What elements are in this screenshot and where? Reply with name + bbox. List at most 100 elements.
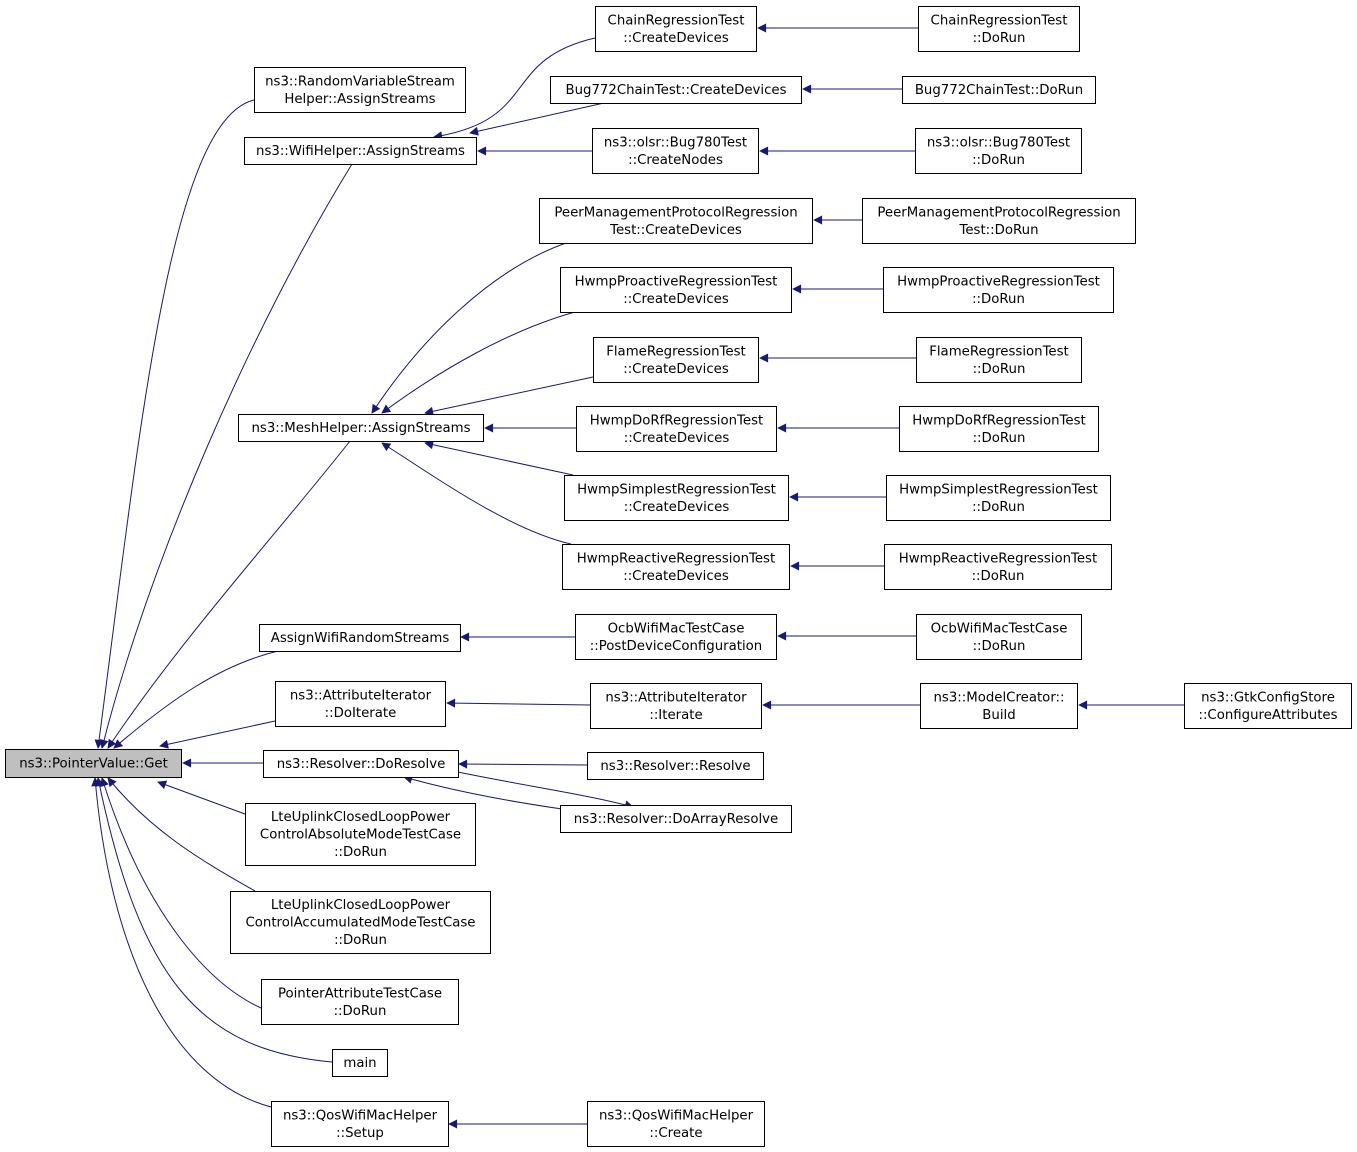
node-label-line: ::DoRun: [973, 362, 1026, 377]
node-label-line: ::DoRun: [973, 431, 1026, 446]
node-box: [539, 198, 813, 244]
node-aiit[interactable]: ns3::AttributeIterator::Iterate: [590, 683, 762, 729]
node-label-line: ::CreateDevices: [624, 431, 730, 446]
node-label-line: ::DoRun: [972, 569, 1025, 584]
node-label-line: HwmpSimplestRegressionTest: [899, 482, 1098, 497]
node-ocbdr[interactable]: OcbWifiMacTestCase::DoRun: [916, 614, 1082, 660]
node-label-line: HwmpReactiveRegressionTest: [899, 551, 1097, 566]
node-box: [550, 76, 802, 104]
node-label-line: ::CreateNodes: [628, 153, 723, 168]
node-rres[interactable]: ns3::Resolver::Resolve: [587, 752, 764, 780]
node-label-line: ns3::AttributeIterator: [605, 690, 747, 705]
node-label-line: ::Iterate: [649, 708, 702, 723]
edge-hrcd-to-mesh: [381, 442, 572, 545]
node-label-line: ns3::GtkConfigStore: [1201, 690, 1335, 705]
node-label-line: FlameRegressionTest: [606, 344, 746, 359]
node-rdar[interactable]: ns3::Resolver::DoArrayResolve: [560, 805, 792, 833]
edge-rdar-to-rdr: [403, 774, 563, 810]
node-hddr[interactable]: HwmpDoRfRegressionTest::DoRun: [899, 406, 1099, 452]
node-pmcd[interactable]: PeerManagementProtocolRegressionTest::Cr…: [539, 198, 813, 244]
node-awrs[interactable]: AssignWifiRandomStreams: [259, 624, 461, 652]
node-qoss[interactable]: ns3::QosWifiMacHelper::Setup: [271, 1101, 449, 1147]
node-label-line: ::DoIterate: [325, 706, 397, 721]
node-lteacc[interactable]: LteUplinkClosedLoopPowerControlAccumulat…: [230, 891, 491, 954]
node-box: [899, 406, 1099, 452]
node-hrdr[interactable]: HwmpReactiveRegressionTest::DoRun: [884, 544, 1112, 590]
edge-rres-to-rdr: [458, 759, 588, 769]
node-label-line: ::CreateDevices: [623, 31, 729, 46]
edge-rdr-to-rdar: [457, 771, 634, 810]
node-box: [593, 337, 759, 383]
node-label-line: ns3::MeshHelper::AssignStreams: [251, 421, 470, 436]
edge-lteacc-to-get: [107, 777, 256, 892]
node-hpdr[interactable]: HwmpProactiveRegressionTest::DoRun: [883, 267, 1114, 313]
node-label-line: Build: [982, 708, 1015, 723]
node-main[interactable]: main: [332, 1049, 388, 1077]
node-hdcd[interactable]: HwmpDoRfRegressionTest::CreateDevices: [576, 406, 777, 452]
node-label-line: ControlAbsoluteModeTestCase: [260, 828, 461, 843]
edge-pmcd-to-mesh: [371, 242, 567, 414]
node-label-line: ::CreateDevices: [623, 362, 729, 377]
node-box: [587, 752, 764, 780]
edge-hscd-to-mesh: [424, 440, 574, 476]
node-gtkca[interactable]: ns3::GtkConfigStore::ConfigureAttributes: [1184, 683, 1352, 729]
node-rdr[interactable]: ns3::Resolver::DoResolve: [263, 750, 459, 778]
node-label-line: HwmpReactiveRegressionTest: [577, 551, 775, 566]
node-box: [883, 267, 1114, 313]
edge-awrs-to-get: [113, 650, 279, 749]
node-label-line: ChainRegressionTest: [608, 13, 745, 28]
edge-hpcd-to-mesh: [381, 311, 576, 414]
node-flcd[interactable]: FlameRegressionTest::CreateDevices: [593, 337, 759, 383]
node-b780dr[interactable]: ns3::olsr::Bug780Test::DoRun: [915, 128, 1082, 174]
node-hpcd[interactable]: HwmpProactiveRegressionTest::CreateDevic…: [560, 267, 792, 313]
node-label-line: ::CreateDevices: [623, 569, 729, 584]
edge-qoss-to-get: [91, 777, 272, 1108]
node-rvs[interactable]: ns3::RandomVariableStreamHelper::AssignS…: [254, 67, 466, 113]
node-b780cn[interactable]: ns3::olsr::Bug780Test::CreateNodes: [592, 128, 759, 174]
node-label-line: AssignWifiRandomStreams: [271, 631, 450, 646]
edge-lteabs-to-get: [157, 780, 246, 815]
node-box: [254, 67, 466, 113]
node-box: [916, 614, 1082, 660]
node-hrcd[interactable]: HwmpReactiveRegressionTest::CreateDevice…: [562, 544, 790, 590]
node-label-line: ::DoRun: [973, 639, 1026, 654]
node-label-line: Test::CreateDevices: [609, 223, 742, 238]
node-b772dr[interactable]: Bug772ChainTest::DoRun: [902, 76, 1096, 104]
node-hsdr[interactable]: HwmpSimplestRegressionTest::DoRun: [886, 475, 1111, 521]
node-box: [916, 337, 1082, 383]
node-box: [920, 683, 1078, 729]
edge-mesh-to-get: [107, 440, 351, 749]
node-box: [862, 198, 1136, 244]
node-label-line: ns3::olsr::Bug780Test: [927, 135, 1070, 150]
node-qosc[interactable]: ns3::QosWifiMacHelper::Create: [587, 1101, 765, 1147]
node-b772cd[interactable]: Bug772ChainTest::CreateDevices: [550, 76, 802, 104]
node-box: [562, 544, 790, 590]
node-get[interactable]: ns3::PointerValue::Get: [5, 749, 182, 778]
node-box: [263, 750, 459, 778]
node-mesh[interactable]: ns3::MeshHelper::AssignStreams: [238, 414, 484, 442]
node-label-line: ns3::Resolver::DoArrayResolve: [574, 812, 778, 827]
node-fldr[interactable]: FlameRegressionTest::DoRun: [916, 337, 1082, 383]
node-lteabs[interactable]: LteUplinkClosedLoopPowerControlAbsoluteM…: [245, 803, 476, 866]
node-hscd[interactable]: HwmpSimplestRegressionTest::CreateDevice…: [564, 475, 789, 521]
node-box: [5, 749, 182, 778]
node-label-line: PeerManagementProtocolRegression: [877, 205, 1120, 220]
node-box: [595, 6, 757, 52]
node-box: [575, 614, 777, 660]
node-wifi[interactable]: ns3::WifiHelper::AssignStreams: [244, 137, 477, 165]
node-pmdr[interactable]: PeerManagementProtocolRegressionTest::Do…: [862, 198, 1136, 244]
node-patc[interactable]: PointerAttributeTestCase::DoRun: [261, 979, 459, 1025]
node-box: [576, 406, 777, 452]
node-crtdr[interactable]: ChainRegressionTest::DoRun: [918, 6, 1080, 52]
node-aidi[interactable]: ns3::AttributeIterator::DoIterate: [275, 681, 446, 727]
node-crtcd[interactable]: ChainRegressionTest::CreateDevices: [595, 6, 757, 52]
node-ocbpdc[interactable]: OcbWifiMacTestCase::PostDeviceConfigurat…: [575, 614, 777, 660]
node-mcb[interactable]: ns3::ModelCreator::Build: [920, 683, 1078, 729]
node-label-line: HwmpDoRfRegressionTest: [912, 413, 1085, 428]
node-label-line: HwmpProactiveRegressionTest: [897, 274, 1100, 289]
node-label-line: ControlAccumulatedModeTestCase: [246, 916, 476, 931]
node-label-line: ::Create: [649, 1126, 702, 1141]
node-label-line: HwmpDoRfRegressionTest: [590, 413, 763, 428]
node-label-line: Bug772ChainTest::CreateDevices: [565, 83, 786, 98]
